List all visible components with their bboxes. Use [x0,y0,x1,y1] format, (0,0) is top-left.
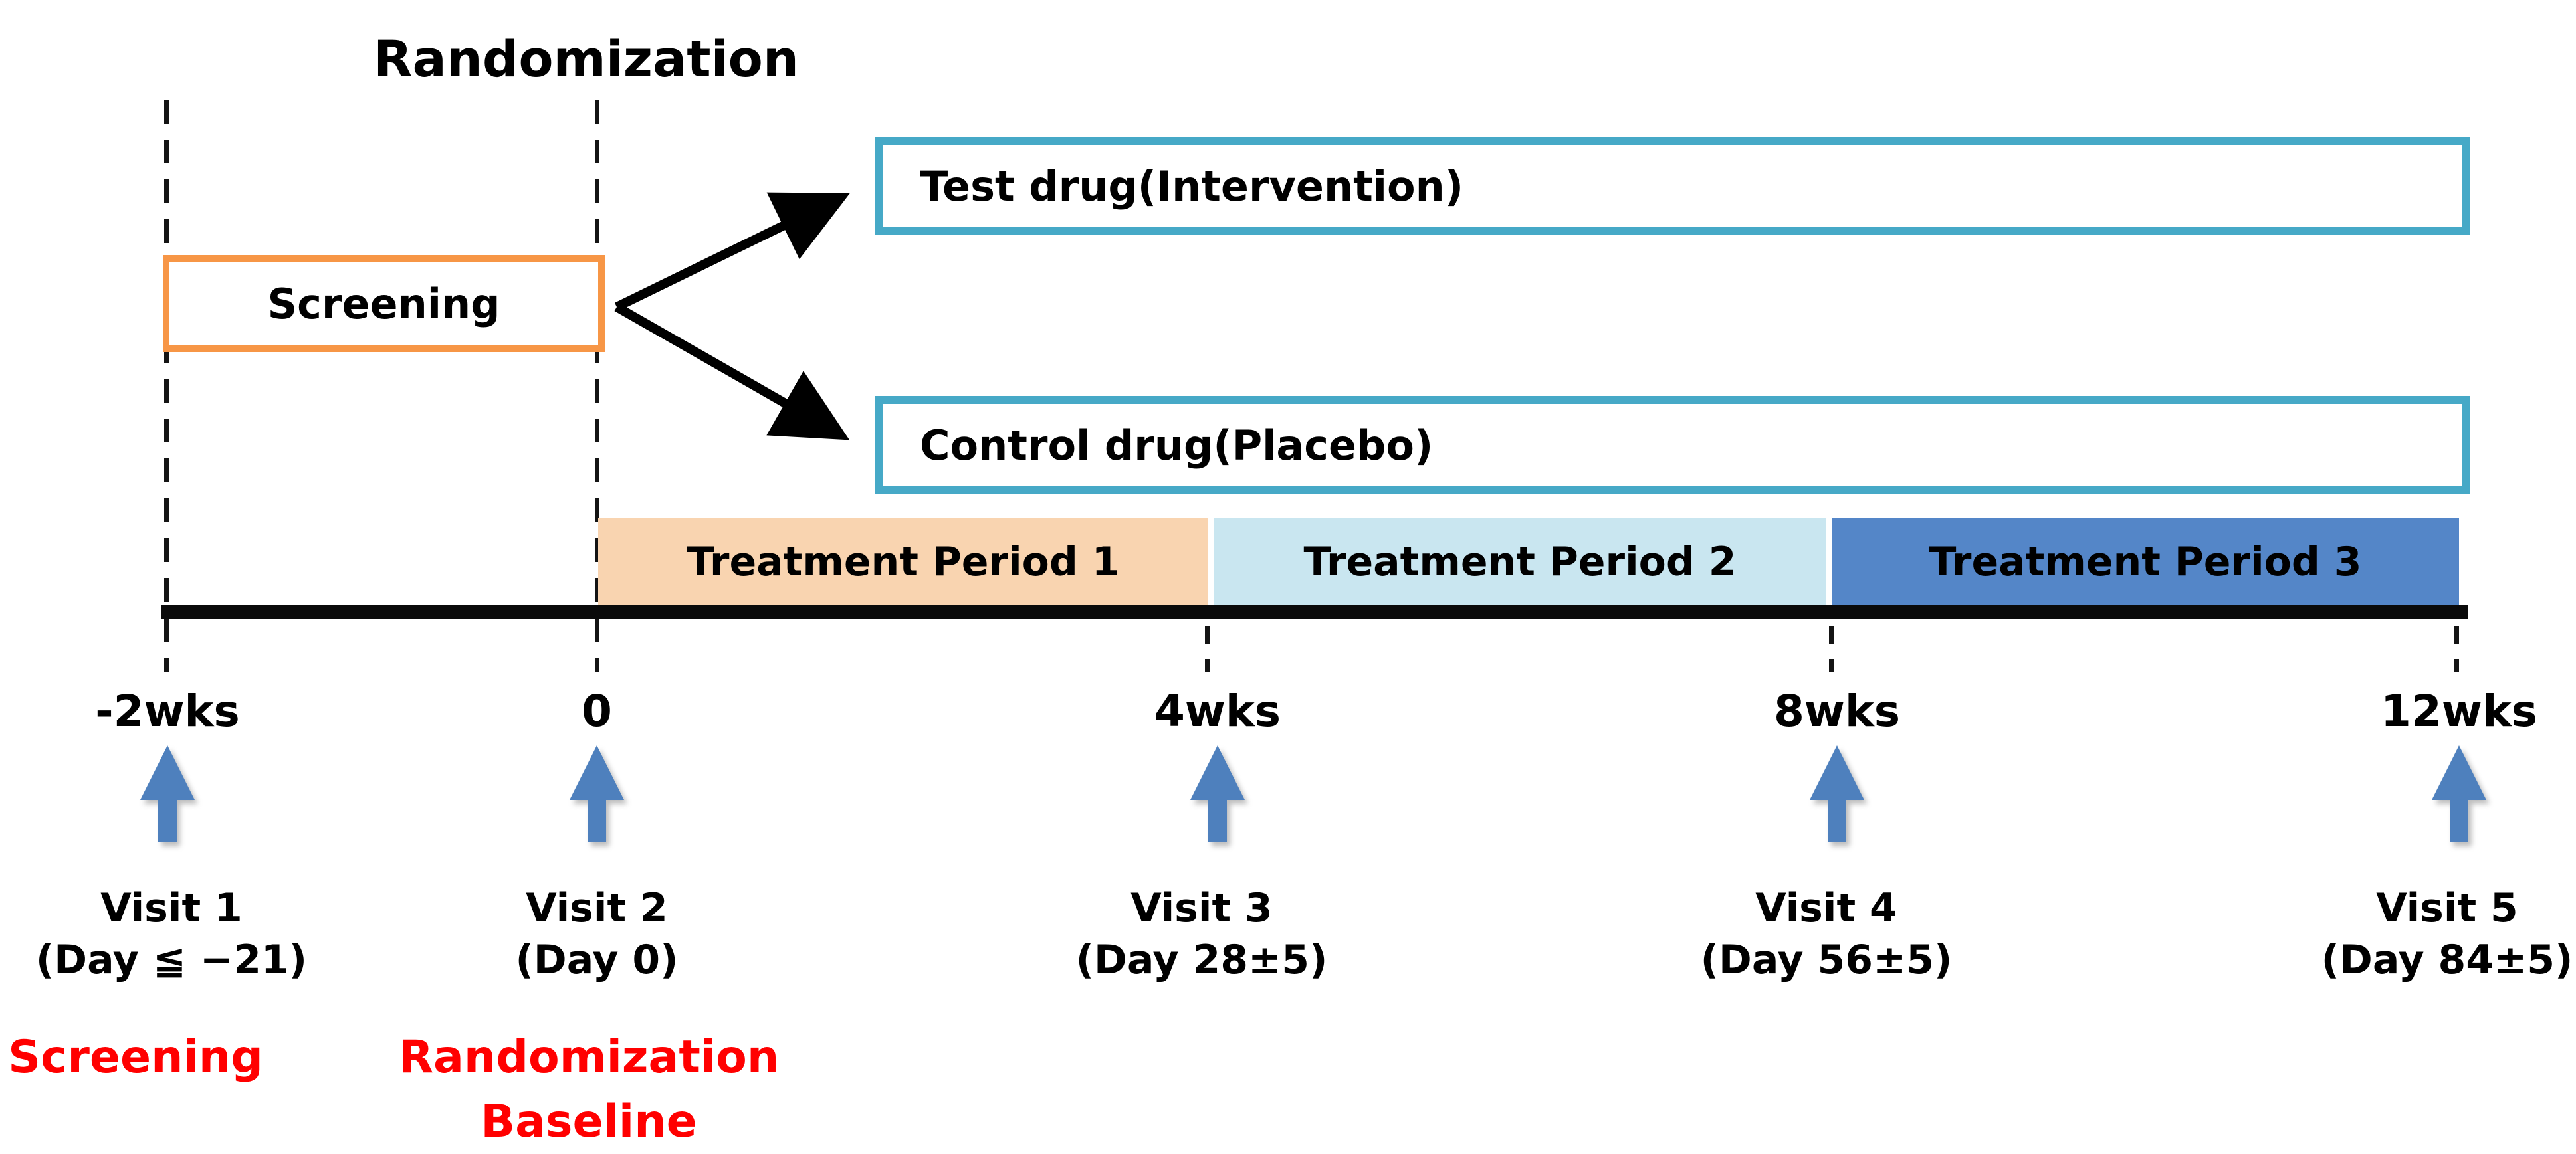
treatment-period-2-segment: Treatment Period 2 [1214,518,1826,607]
visit-5-label: Visit 5 (Day 84±5) [2321,882,2573,986]
fork-arrow-to-test [614,192,850,312]
visit-1-arrow-icon [140,745,195,845]
annotation-randomization: Randomization [398,1031,780,1084]
up-arrow-icon [570,745,624,842]
visit-3-label: Visit 3 (Day 28±5) [1076,882,1328,986]
visit-3-arrow-icon [1190,745,1245,845]
visit-2-annotation: Randomization Baseline [399,1026,780,1154]
up-arrow-icon [2432,745,2486,842]
visit-1-day: (Day ≦ −21) [35,937,308,983]
screening-box-label: Screening [267,279,500,328]
test-drug-box: Test drug(Intervention) [875,137,2470,235]
visit-4-arrow-icon [1809,745,1865,845]
fork-arrow-to-control [614,302,850,440]
visit-2-label: Visit 2 (Day 0) [515,882,678,986]
visit-5-name: Visit 5 [2376,885,2518,931]
randomization-title: Randomization [374,29,799,88]
visit-2-day: (Day 0) [515,937,679,983]
visit-1-name: Visit 1 [100,885,243,931]
visit-4-label: Visit 4 (Day 56±5) [1701,882,1953,986]
control-drug-box: Control drug(Placebo) [875,396,2470,494]
tick-label-0: 0 [582,686,612,737]
tick-label-12wks: 12wks [2381,686,2537,737]
visit-4-name: Visit 4 [1755,885,1897,931]
visit-1-annotation: Screening [8,1026,263,1090]
visit-3-name: Visit 3 [1130,885,1273,931]
visit-2-name: Visit 2 [526,885,668,931]
up-arrow-icon [140,745,195,842]
screening-box: Screening [163,255,605,352]
tick-label-minus2wks: -2wks [95,686,240,737]
annotation-screening: Screening [8,1031,263,1084]
visit-5-arrow-icon [2431,745,2487,845]
dashed-line-day0 [595,100,599,672]
dashed-line-minus2wks [164,100,169,672]
control-drug-label: Control drug(Placebo) [920,421,1434,470]
visit-2-arrow-icon [569,745,625,845]
treatment-period-1-label: Treatment Period 1 [687,539,1120,585]
tick-dash-4wks [1205,626,1210,672]
up-arrow-icon [1810,745,1864,842]
timeline-axis [161,605,2468,619]
visit-3-day: (Day 28±5) [1075,937,1328,983]
test-drug-label: Test drug(Intervention) [920,161,1464,211]
visit-5-day: (Day 84±5) [2321,937,2573,983]
annotation-baseline: Baseline [481,1095,697,1148]
up-arrow-icon [1190,745,1245,842]
tick-label-4wks: 4wks [1154,686,1281,737]
treatment-period-3-segment: Treatment Period 3 [1832,518,2459,607]
treatment-period-2-label: Treatment Period 2 [1303,539,1737,585]
tick-dash-12wks [2454,626,2459,672]
treatment-period-1-segment: Treatment Period 1 [598,518,1208,607]
visit-1-label: Visit 1 (Day ≦ −21) [36,882,307,986]
visit-4-day: (Day 56±5) [1700,937,1953,983]
tick-label-8wks: 8wks [1773,686,1901,737]
treatment-period-3-label: Treatment Period 3 [1929,539,2362,585]
tick-dash-8wks [1829,626,1834,672]
